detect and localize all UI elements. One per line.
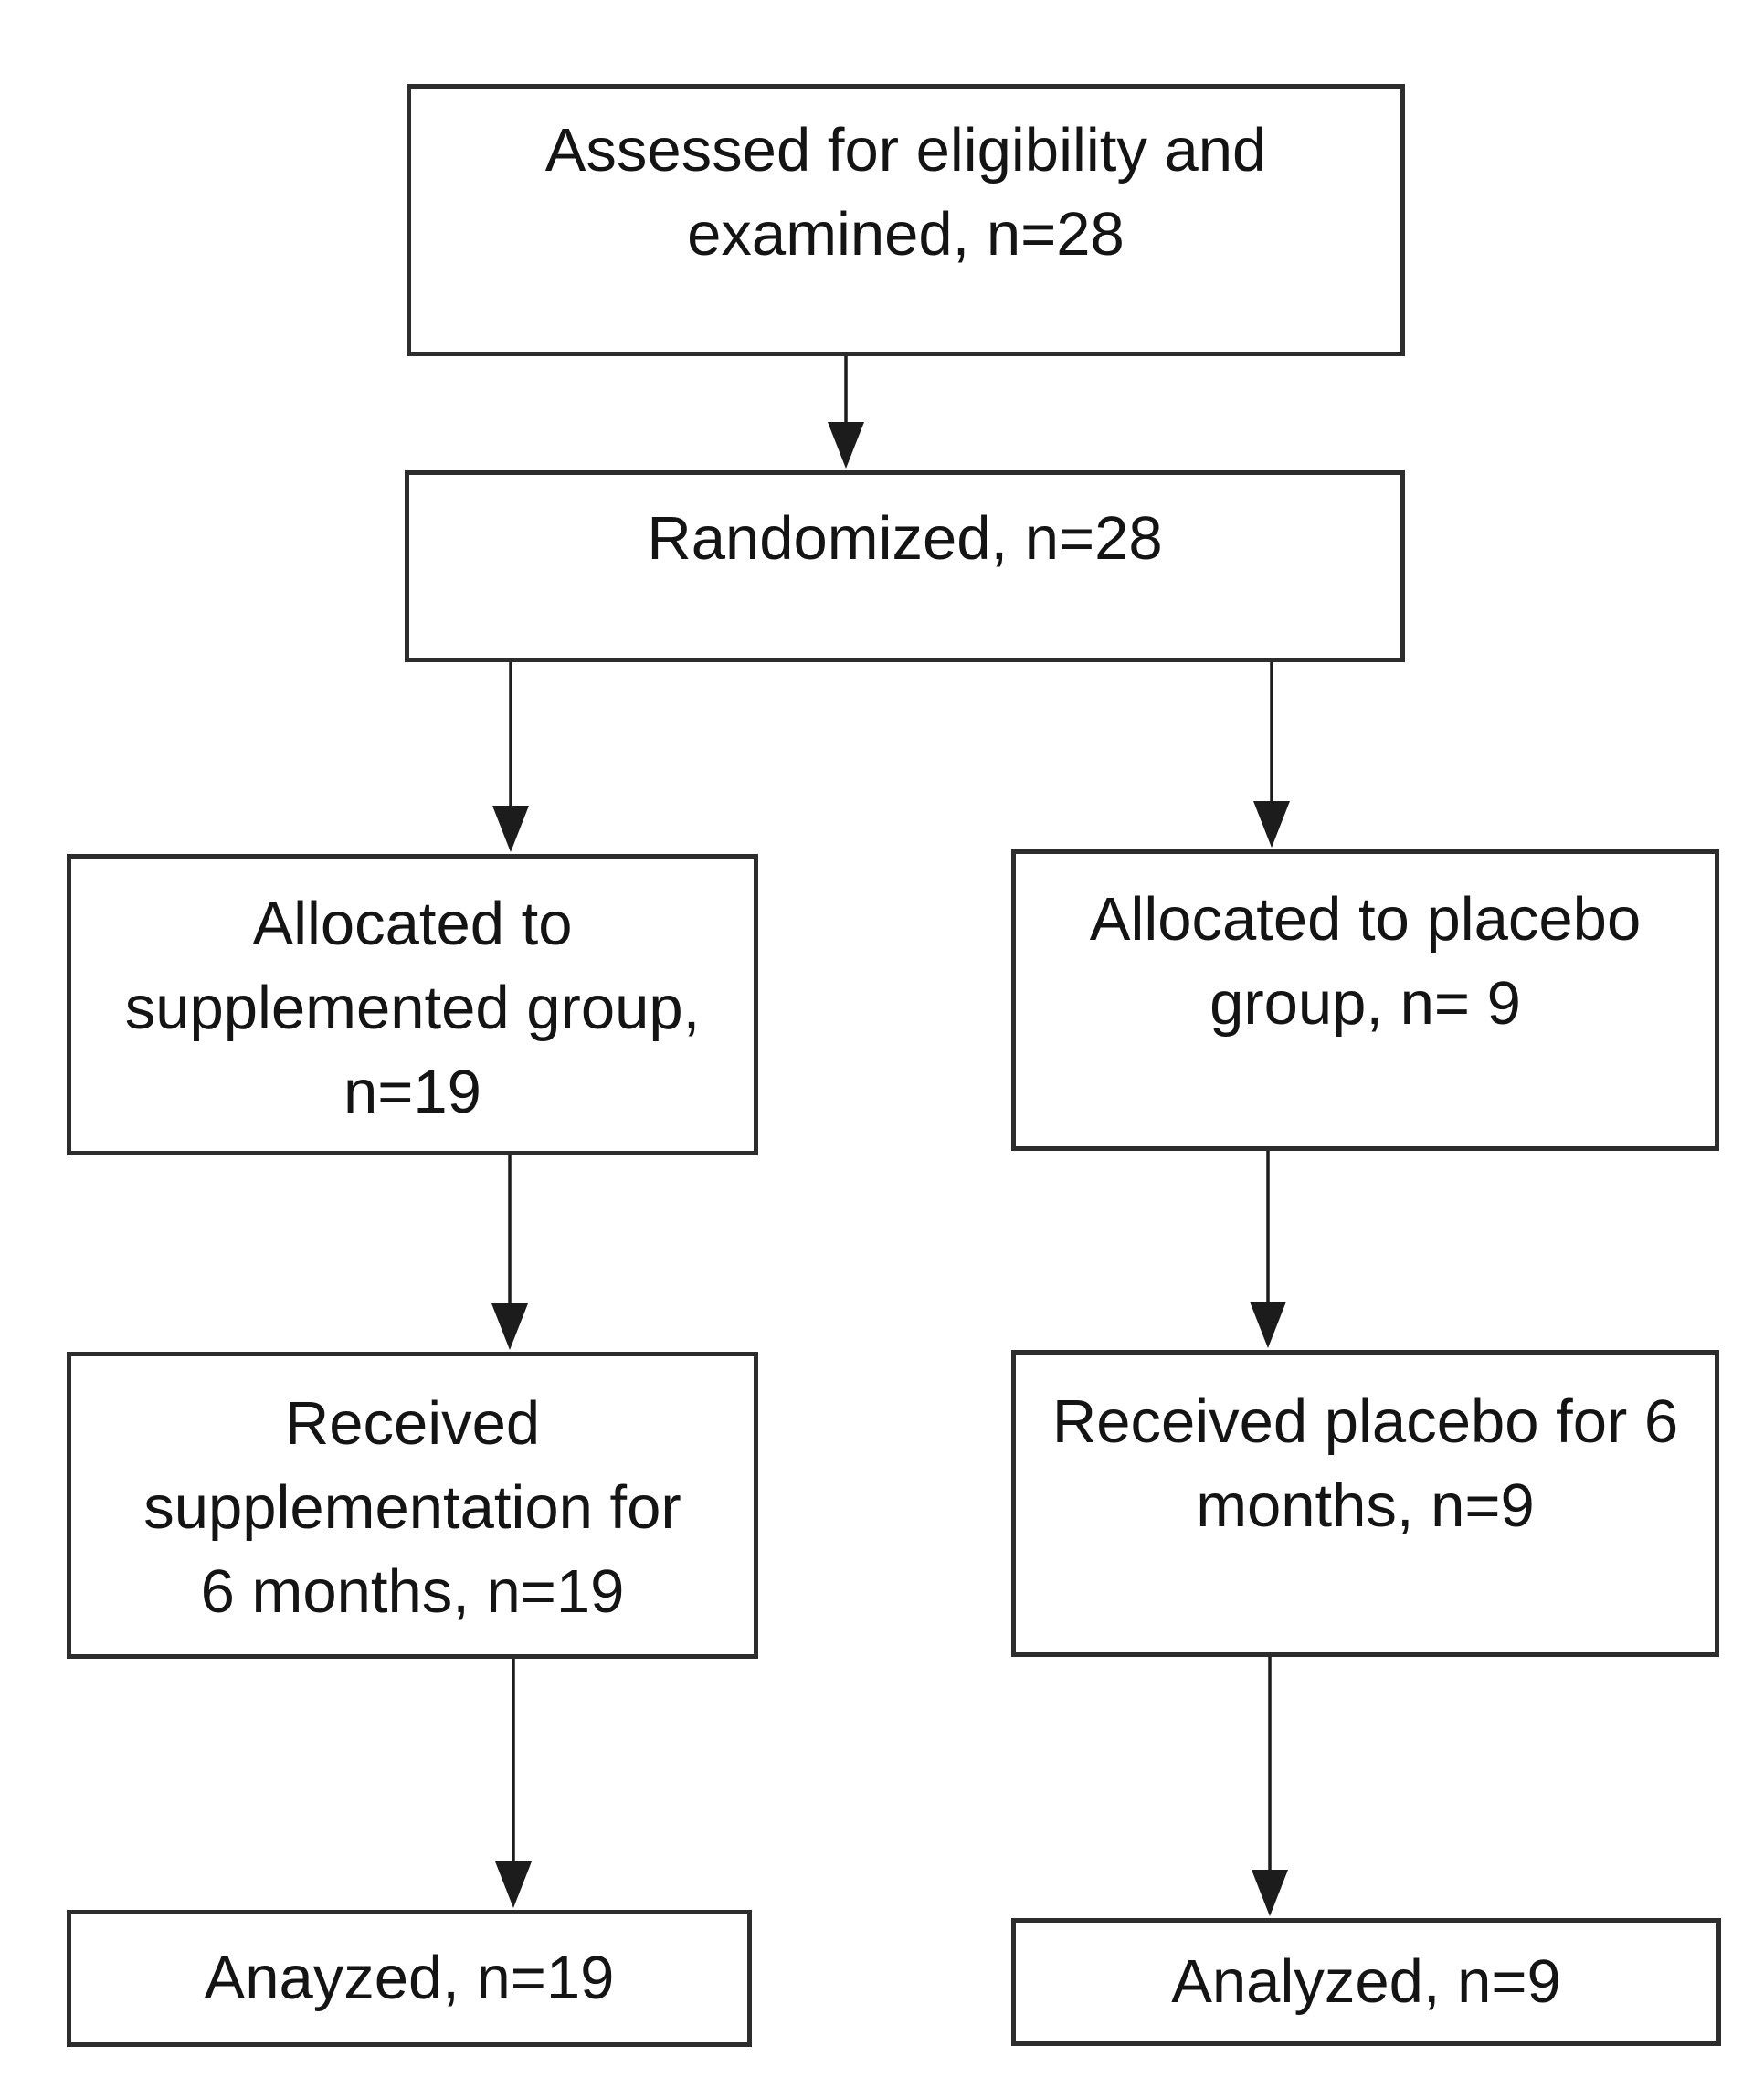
box-received-placebo-label: Received placebo for 6 months, n=9 xyxy=(1051,1387,1679,1540)
box-received-supplementation: Received supplementation for 6 months, n… xyxy=(67,1352,758,1659)
arrow-received-to-analyzed-placebo xyxy=(1252,1657,1288,1916)
box-analyzed-supplemented: Anayzed, n=19 xyxy=(67,1910,752,2047)
box-received-supplementation-label: Received supplementation for 6 months, n… xyxy=(143,1389,681,1626)
box-allocated-placebo-label: Allocated to placebo group, n= 9 xyxy=(1089,885,1642,1038)
arrow-allocated-to-received-supplemented xyxy=(491,1155,528,1350)
box-analyzed-placebo: Analyzed, n=9 xyxy=(1011,1918,1721,2046)
arrow-received-to-analyzed-supplemented xyxy=(495,1659,532,1908)
box-allocated-placebo-group: Allocated to placebo group, n= 9 xyxy=(1011,849,1719,1151)
arrow-randomized-to-allocated-placebo xyxy=(1253,662,1290,848)
box-assessed-for-eligibility: Assessed for eligibility and examined, n… xyxy=(407,84,1405,356)
box-assessed-label: Assessed for eligibility and examined, n… xyxy=(544,116,1267,269)
box-randomized-label: Randomized, n=28 xyxy=(647,504,1163,573)
box-received-placebo: Received placebo for 6 months, n=9 xyxy=(1011,1350,1719,1657)
arrow-randomized-to-allocated-supplemented xyxy=(492,662,529,852)
arrow-allocated-to-received-placebo xyxy=(1250,1151,1286,1348)
box-randomized: Randomized, n=28 xyxy=(405,470,1405,662)
box-analyzed-placebo-label: Analyzed, n=9 xyxy=(1171,1947,1561,2017)
box-allocated-supplemented-label: Allocated to supplemented group, n=19 xyxy=(124,890,701,1126)
box-analyzed-supplemented-label: Anayzed, n=19 xyxy=(204,1944,615,2013)
arrow-assessed-to-randomized xyxy=(828,356,864,469)
box-allocated-supplemented-group: Allocated to supplemented group, n=19 xyxy=(67,854,758,1155)
